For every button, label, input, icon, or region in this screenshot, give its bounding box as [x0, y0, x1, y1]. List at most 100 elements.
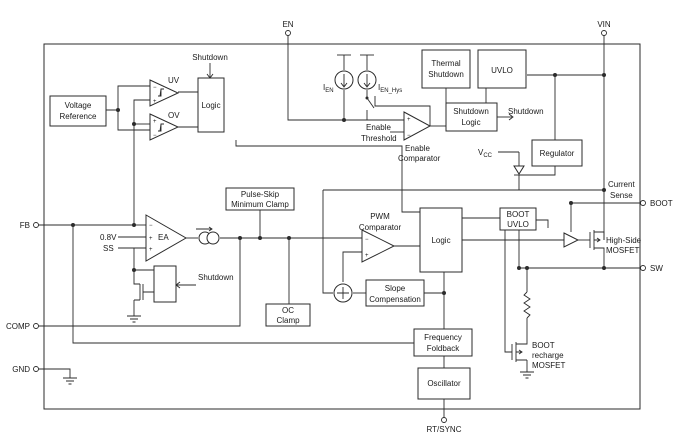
svg-text:Slope: Slope: [385, 284, 406, 293]
svg-text:Threshold: Threshold: [361, 134, 397, 143]
svg-text:+: +: [365, 253, 369, 259]
svg-text:Voltage: Voltage: [65, 101, 92, 110]
svg-text:−: −: [153, 133, 157, 139]
chip-frame: [43, 43, 641, 410]
voltage-reference-block: Voltage Reference: [49, 95, 107, 127]
svg-text:EA: EA: [158, 233, 169, 242]
summing-node: [333, 283, 353, 303]
svg-text:Logic: Logic: [431, 236, 450, 245]
pin-sw: SW: [640, 264, 663, 273]
gate-driver: [563, 232, 580, 248]
svg-text:Comparator: Comparator: [398, 154, 441, 163]
svg-text:Oscillator: Oscillator: [427, 379, 461, 388]
svg-text:Foldback: Foldback: [427, 344, 460, 353]
vcc-label: VCC: [478, 148, 493, 159]
logic-top-block: Logic: [197, 77, 225, 133]
uv-comparator: − + UV: [149, 76, 180, 107]
svg-text:BOOT: BOOT: [650, 199, 673, 208]
svg-text:Minimum Clamp: Minimum Clamp: [231, 200, 289, 209]
vcc-diode: [513, 152, 525, 176]
pin-comp: COMP: [6, 322, 39, 331]
svg-text:Pulse-Skip: Pulse-Skip: [241, 190, 280, 199]
frequency-foldback-block: Frequency Foldback: [413, 328, 473, 357]
svg-text:FB: FB: [20, 221, 30, 230]
thermal-shutdown-block: Thermal Shutdown: [421, 49, 471, 89]
i-en-current-source: IEN: [323, 54, 354, 94]
wires: [36, 33, 640, 418]
svg-text:COMP: COMP: [6, 322, 30, 331]
svg-text:SW: SW: [650, 264, 663, 273]
svg-text:Clamp: Clamp: [276, 316, 300, 325]
ov-comparator: + − OV: [149, 111, 180, 141]
hysteresis-switch: [365, 96, 375, 120]
svg-text:VCC: VCC: [478, 148, 493, 159]
oc-clamp-block: OC Clamp: [265, 303, 311, 327]
pin-en: EN: [282, 20, 294, 36]
ground-symbol-gnd-pin: [63, 377, 77, 385]
svg-text:UVLO: UVLO: [507, 220, 529, 229]
svg-text:Shutdown: Shutdown: [198, 273, 234, 282]
shutdown-output-label: Shutdown: [508, 107, 544, 116]
pin-boot: BOOT: [640, 199, 673, 208]
shutdown-output-arrow: [508, 113, 514, 121]
svg-text:Comparator: Comparator: [359, 223, 402, 232]
svg-text:VIN: VIN: [597, 20, 611, 29]
svg-text:−: −: [153, 85, 157, 91]
i-en-hys-current-source: IEN_Hys: [357, 54, 402, 94]
svg-text:BOOT: BOOT: [507, 210, 530, 219]
boot-uvlo-block: BOOT UVLO: [499, 207, 537, 231]
svg-text:Shutdown: Shutdown: [453, 107, 489, 116]
slope-compensation-block: Slope Compensation: [365, 279, 425, 307]
error-amplifier: − + + EA: [145, 214, 188, 262]
svg-text:Thermal: Thermal: [431, 59, 461, 68]
svg-text:Shutdown: Shutdown: [428, 70, 464, 79]
svg-text:OC: OC: [282, 306, 294, 315]
transconductance-symbol: [196, 226, 220, 245]
junction-dots: [71, 73, 606, 295]
svg-text:Sense: Sense: [610, 191, 633, 200]
pwm-comparator: − + PWM Comparator: [359, 212, 402, 263]
svg-text:IEN: IEN: [323, 83, 334, 94]
svg-text:Enable: Enable: [366, 123, 391, 132]
svg-text:Frequency: Frequency: [424, 333, 462, 342]
svg-text:+: +: [153, 99, 157, 105]
ground-symbol-boot-recharge: [520, 371, 534, 379]
boot-recharge-mosfet: BOOT recharge MOSFET: [511, 340, 565, 370]
shutdown-logic-block: Shutdown Logic: [445, 102, 498, 132]
shutdown-top-arrow: [206, 73, 214, 79]
svg-text:+: +: [153, 119, 157, 125]
svg-text:UV: UV: [168, 76, 180, 85]
regulator-block: Regulator: [531, 139, 583, 167]
ea-pulldown-mosfet: [134, 283, 146, 301]
svg-text:UVLO: UVLO: [491, 66, 513, 75]
pin-vin: VIN: [597, 20, 611, 36]
ea-shutdown-block: Shutdown: [153, 265, 234, 303]
svg-text:+: +: [149, 236, 153, 242]
svg-text:−: −: [365, 237, 369, 243]
pulse-skip-clamp-block: Pulse-Skip Minimum Clamp: [225, 187, 295, 211]
svg-text:+: +: [407, 117, 411, 123]
svg-text:−: −: [407, 133, 411, 139]
svg-text:EN: EN: [282, 20, 293, 29]
ref-0p8v-label: 0.8V: [100, 233, 117, 242]
svg-text:Current: Current: [608, 180, 635, 189]
svg-text:GND: GND: [12, 365, 30, 374]
current-sense-label: Current Sense: [608, 180, 635, 200]
pin-rt-sync: RT/SYNC: [427, 417, 462, 434]
svg-text:MOSFET: MOSFET: [606, 246, 639, 255]
svg-text:Enable: Enable: [405, 144, 430, 153]
pin-gnd: GND: [12, 365, 39, 374]
svg-text:PWM: PWM: [370, 212, 390, 221]
svg-text:−: −: [149, 223, 153, 229]
svg-text:Logic: Logic: [201, 101, 220, 110]
pin-fb: FB: [20, 221, 39, 230]
enable-comparator: + − Enable Comparator: [398, 111, 441, 163]
svg-text:MOSFET: MOSFET: [532, 361, 565, 370]
svg-text:OV: OV: [168, 111, 180, 120]
svg-text:BOOT: BOOT: [532, 341, 555, 350]
svg-text:Reference: Reference: [60, 112, 97, 121]
ground-symbol-ea: [127, 315, 141, 323]
boot-resistor: [523, 291, 531, 319]
high-side-mosfet: High-Side MOSFET: [589, 230, 642, 255]
